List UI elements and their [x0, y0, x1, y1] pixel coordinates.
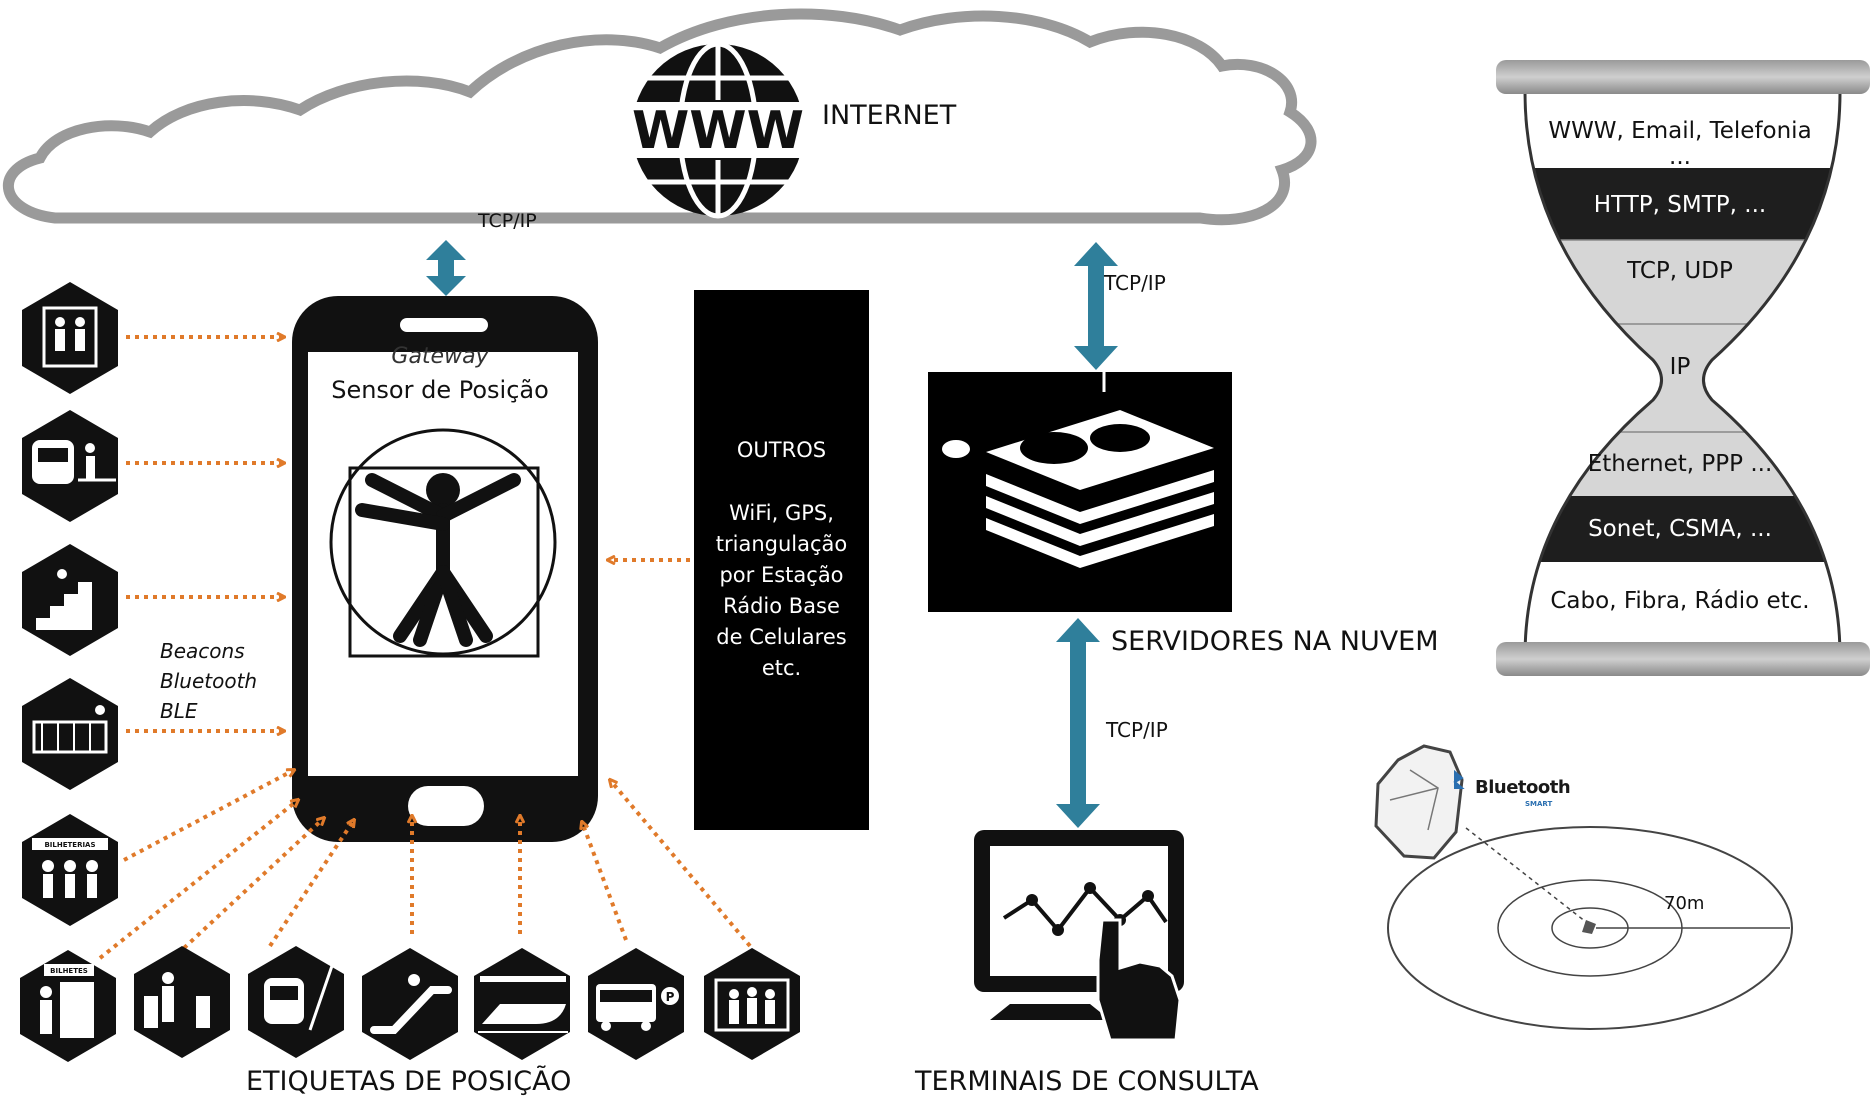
beacons-label: Beacons Bluetooth BLE [160, 639, 258, 723]
dotted-arrow-bus [582, 822, 628, 941]
elevator-icon [22, 282, 118, 394]
terminal-monitor-icon [974, 830, 1184, 1042]
tcpip-server-label: TCP/IP [1103, 271, 1166, 295]
beacon-device-icon [1374, 744, 1464, 860]
gateway-phone [292, 296, 598, 842]
metro-train-icon [248, 946, 344, 1058]
parking-text: P [666, 990, 675, 1004]
layer-transport: TCP, UDP [1627, 258, 1733, 284]
outros-panel: OUTROS WiFi, GPS, triangulação por Estaç… [694, 290, 869, 830]
pointing-hand-icon [1096, 918, 1182, 1042]
outros-title: OUTROS [736, 438, 827, 462]
ticket-machine-text: BILHETES [50, 967, 88, 975]
arrow-cloud-servers [1074, 242, 1118, 370]
dotted-arrow-passengers [610, 780, 752, 948]
gateway-title: Gateway [391, 344, 489, 369]
internet-label: INTERNET [822, 100, 957, 131]
tcpip-terminal-label: TCP/IP [1105, 718, 1168, 742]
dotted-arrow-metro [268, 820, 354, 948]
layer-application: WWW, Email, Telefonia ... [1548, 118, 1812, 170]
layer-protocols: HTTP, SMTP, ... [1593, 192, 1767, 218]
tags-label: ETIQUETAS DE POSIÇÃO [246, 1066, 572, 1097]
layer-ip: IP [1669, 354, 1691, 380]
tcpip-top-label: TCP/IP [477, 210, 537, 232]
bluetooth-smart: SMART [1525, 800, 1553, 808]
servers-label: SERVIDORES NA NUVEM [1111, 626, 1439, 657]
layer-physical-protocol: Sonet, CSMA, ... [1588, 516, 1772, 542]
bluetooth-brand: Bluetooth [1475, 777, 1571, 798]
ticket-office-text: BILHETERIAS [44, 841, 95, 849]
gateway-subtitle: Sensor de Posição [331, 376, 549, 404]
turnstile-gate-icon [22, 678, 118, 790]
dotted-arrow-ticket-office [123, 770, 294, 862]
ticket-machine-icon: BILHETES [20, 950, 116, 1062]
outros-body: WiFi, GPS, triangulação por Estação Rádi… [715, 501, 848, 680]
layer-media: Cabo, Fibra, Rádio etc. [1550, 588, 1810, 614]
layer-link: Ethernet, PPP ... [1587, 451, 1773, 477]
bus-parking-icon: P [588, 948, 684, 1060]
train-platform-icon [22, 410, 118, 522]
ticket-office-icon: BILHETERIAS [22, 814, 118, 926]
bluetooth-beacon-range [1374, 744, 1793, 1030]
high-speed-train-icon [474, 948, 570, 1060]
bluetooth-logo-icon [1453, 769, 1465, 789]
stairs-icon [22, 544, 118, 656]
dotted-arrow-ticket-machine [98, 800, 298, 960]
escalator-icon [362, 948, 458, 1060]
passengers-icon [704, 948, 800, 1060]
vitruvian-man-icon [329, 428, 557, 658]
dotted-arrow-turnstile [182, 818, 324, 950]
arrow-cloud-phone [426, 240, 466, 296]
terminals-label: TERMINAIS DE CONSULTA [915, 1066, 1259, 1097]
www-globe-icon: WWW [625, 41, 811, 219]
arrow-servers-terminal [1056, 618, 1100, 828]
www-text: WWW [632, 101, 804, 161]
cloud-servers-icon [928, 372, 1232, 612]
range-distance: 70m [1664, 893, 1705, 914]
turnstile-icon [134, 946, 230, 1058]
